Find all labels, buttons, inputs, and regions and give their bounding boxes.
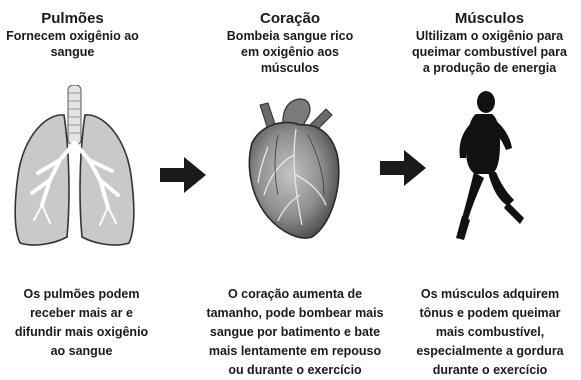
lungs-description-line-2: receber mais ar e <box>30 306 133 320</box>
heart-description-line-2: tamanho, pode bombear mais <box>206 306 384 320</box>
heart-description-line-4: mais lentamente em repouso <box>208 344 382 358</box>
bronchi <box>30 141 120 209</box>
heart-panel-header: Coração Bombeia sangue rico em oxigênio … <box>205 0 375 76</box>
trachea <box>67 85 82 146</box>
muscles-title: Músculos <box>454 10 525 27</box>
muscles-subtitle-line-1: Ultilizam o oxigênio para <box>415 29 564 43</box>
lungs-description-line-1: Os pulmões podem <box>23 287 140 301</box>
heart-description-line-1: O coração aumenta de <box>227 287 363 301</box>
heart-description: O coração aumenta de tamanho, pode bombe… <box>195 285 395 380</box>
lungs-panel-header: Pulmões Fornecem oxigênio ao sangue <box>0 0 145 60</box>
heart-description-line-5: ou durante o exercício <box>228 363 362 377</box>
left-lung <box>14 114 70 246</box>
lungs-illustration <box>14 85 135 246</box>
muscles-description-line-1: Os músculos adquirem <box>420 287 560 301</box>
heart-body <box>248 121 340 239</box>
arrow-right-icon <box>380 150 426 186</box>
heart-subtitle-line-1: Bombeia sangue rico <box>226 29 354 43</box>
muscles-description-line-2: tônus e podem queimar <box>419 306 561 320</box>
heart-description-line-3: sangue por batimento e bate <box>209 325 381 339</box>
heart-subtitle-line-2: em oxigênio aos <box>241 45 339 59</box>
lungs-description: Os pulmões podem receber mais ar e difun… <box>0 285 163 361</box>
arrow-right-icon <box>160 157 206 193</box>
muscles-description: Os músculos adquirem tônus e podem queim… <box>402 285 578 380</box>
muscles-description-line-4: especialmente a gordura <box>416 344 564 358</box>
lungs-description-line-3: difundir mais oxigênio <box>14 325 149 339</box>
muscles-panel-header: Músculos Ultilizam o oxigênio para queim… <box>398 0 581 76</box>
runner-icon <box>456 91 524 240</box>
lungs-description-line-4: ao sangue <box>50 344 113 358</box>
heart-subtitle-line-3: músculos <box>260 61 320 75</box>
lungs-subtitle-line-1: Fornecem oxigênio ao <box>6 29 139 43</box>
heart-title: Coração <box>259 10 321 27</box>
muscles-subtitle-line-2: queimar combustível para <box>412 45 567 59</box>
heart-illustration <box>248 98 340 239</box>
muscles-description-line-3: mais combustível, <box>435 325 545 339</box>
lungs-title: Pulmões <box>41 10 104 27</box>
muscles-description-line-5: durante o exercício <box>432 363 548 377</box>
muscles-subtitle-line-3: a produção de energia <box>422 61 557 75</box>
right-lung <box>79 114 135 246</box>
lungs-subtitle-line-2: sangue <box>50 45 95 59</box>
